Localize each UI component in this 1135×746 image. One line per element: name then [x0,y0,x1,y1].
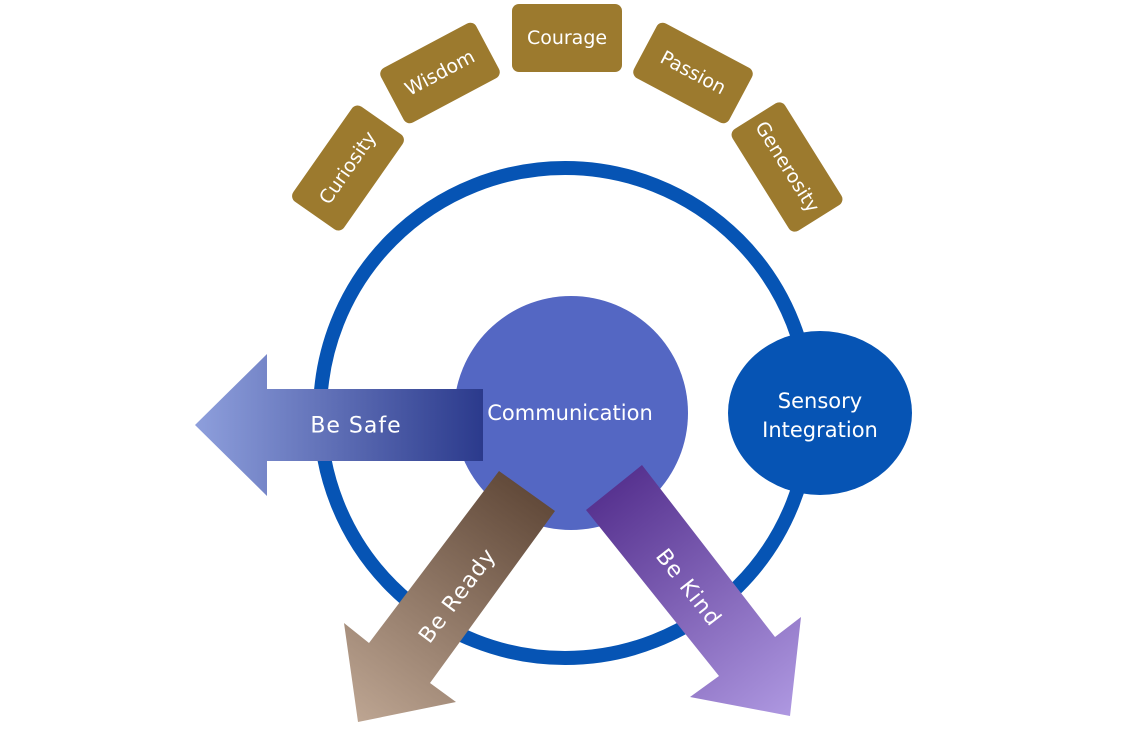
value-box-passion: Passion [633,22,753,124]
side-label-line1: Sensory [778,389,862,413]
be-safe-label: Be Safe [310,414,401,439]
value-box-curiosity: Curiosity [292,105,404,231]
value-box-generosity: Generosity [731,102,843,232]
be-kind-arrow: Be Kind [586,465,801,716]
be-safe-arrow: Be Safe [195,354,483,496]
be-ready-arrow: Be Ready [344,471,555,722]
communication-circle: Communication [454,296,688,530]
side-label-line2: Integration [762,418,878,442]
sensory-integration-circle: Sensory Integration [728,331,912,495]
value-box-courage: Courage [512,4,622,72]
value-box-wisdom: Wisdom [380,22,500,124]
value-label-courage: Courage [527,27,607,49]
center-label: Communication [487,401,653,425]
